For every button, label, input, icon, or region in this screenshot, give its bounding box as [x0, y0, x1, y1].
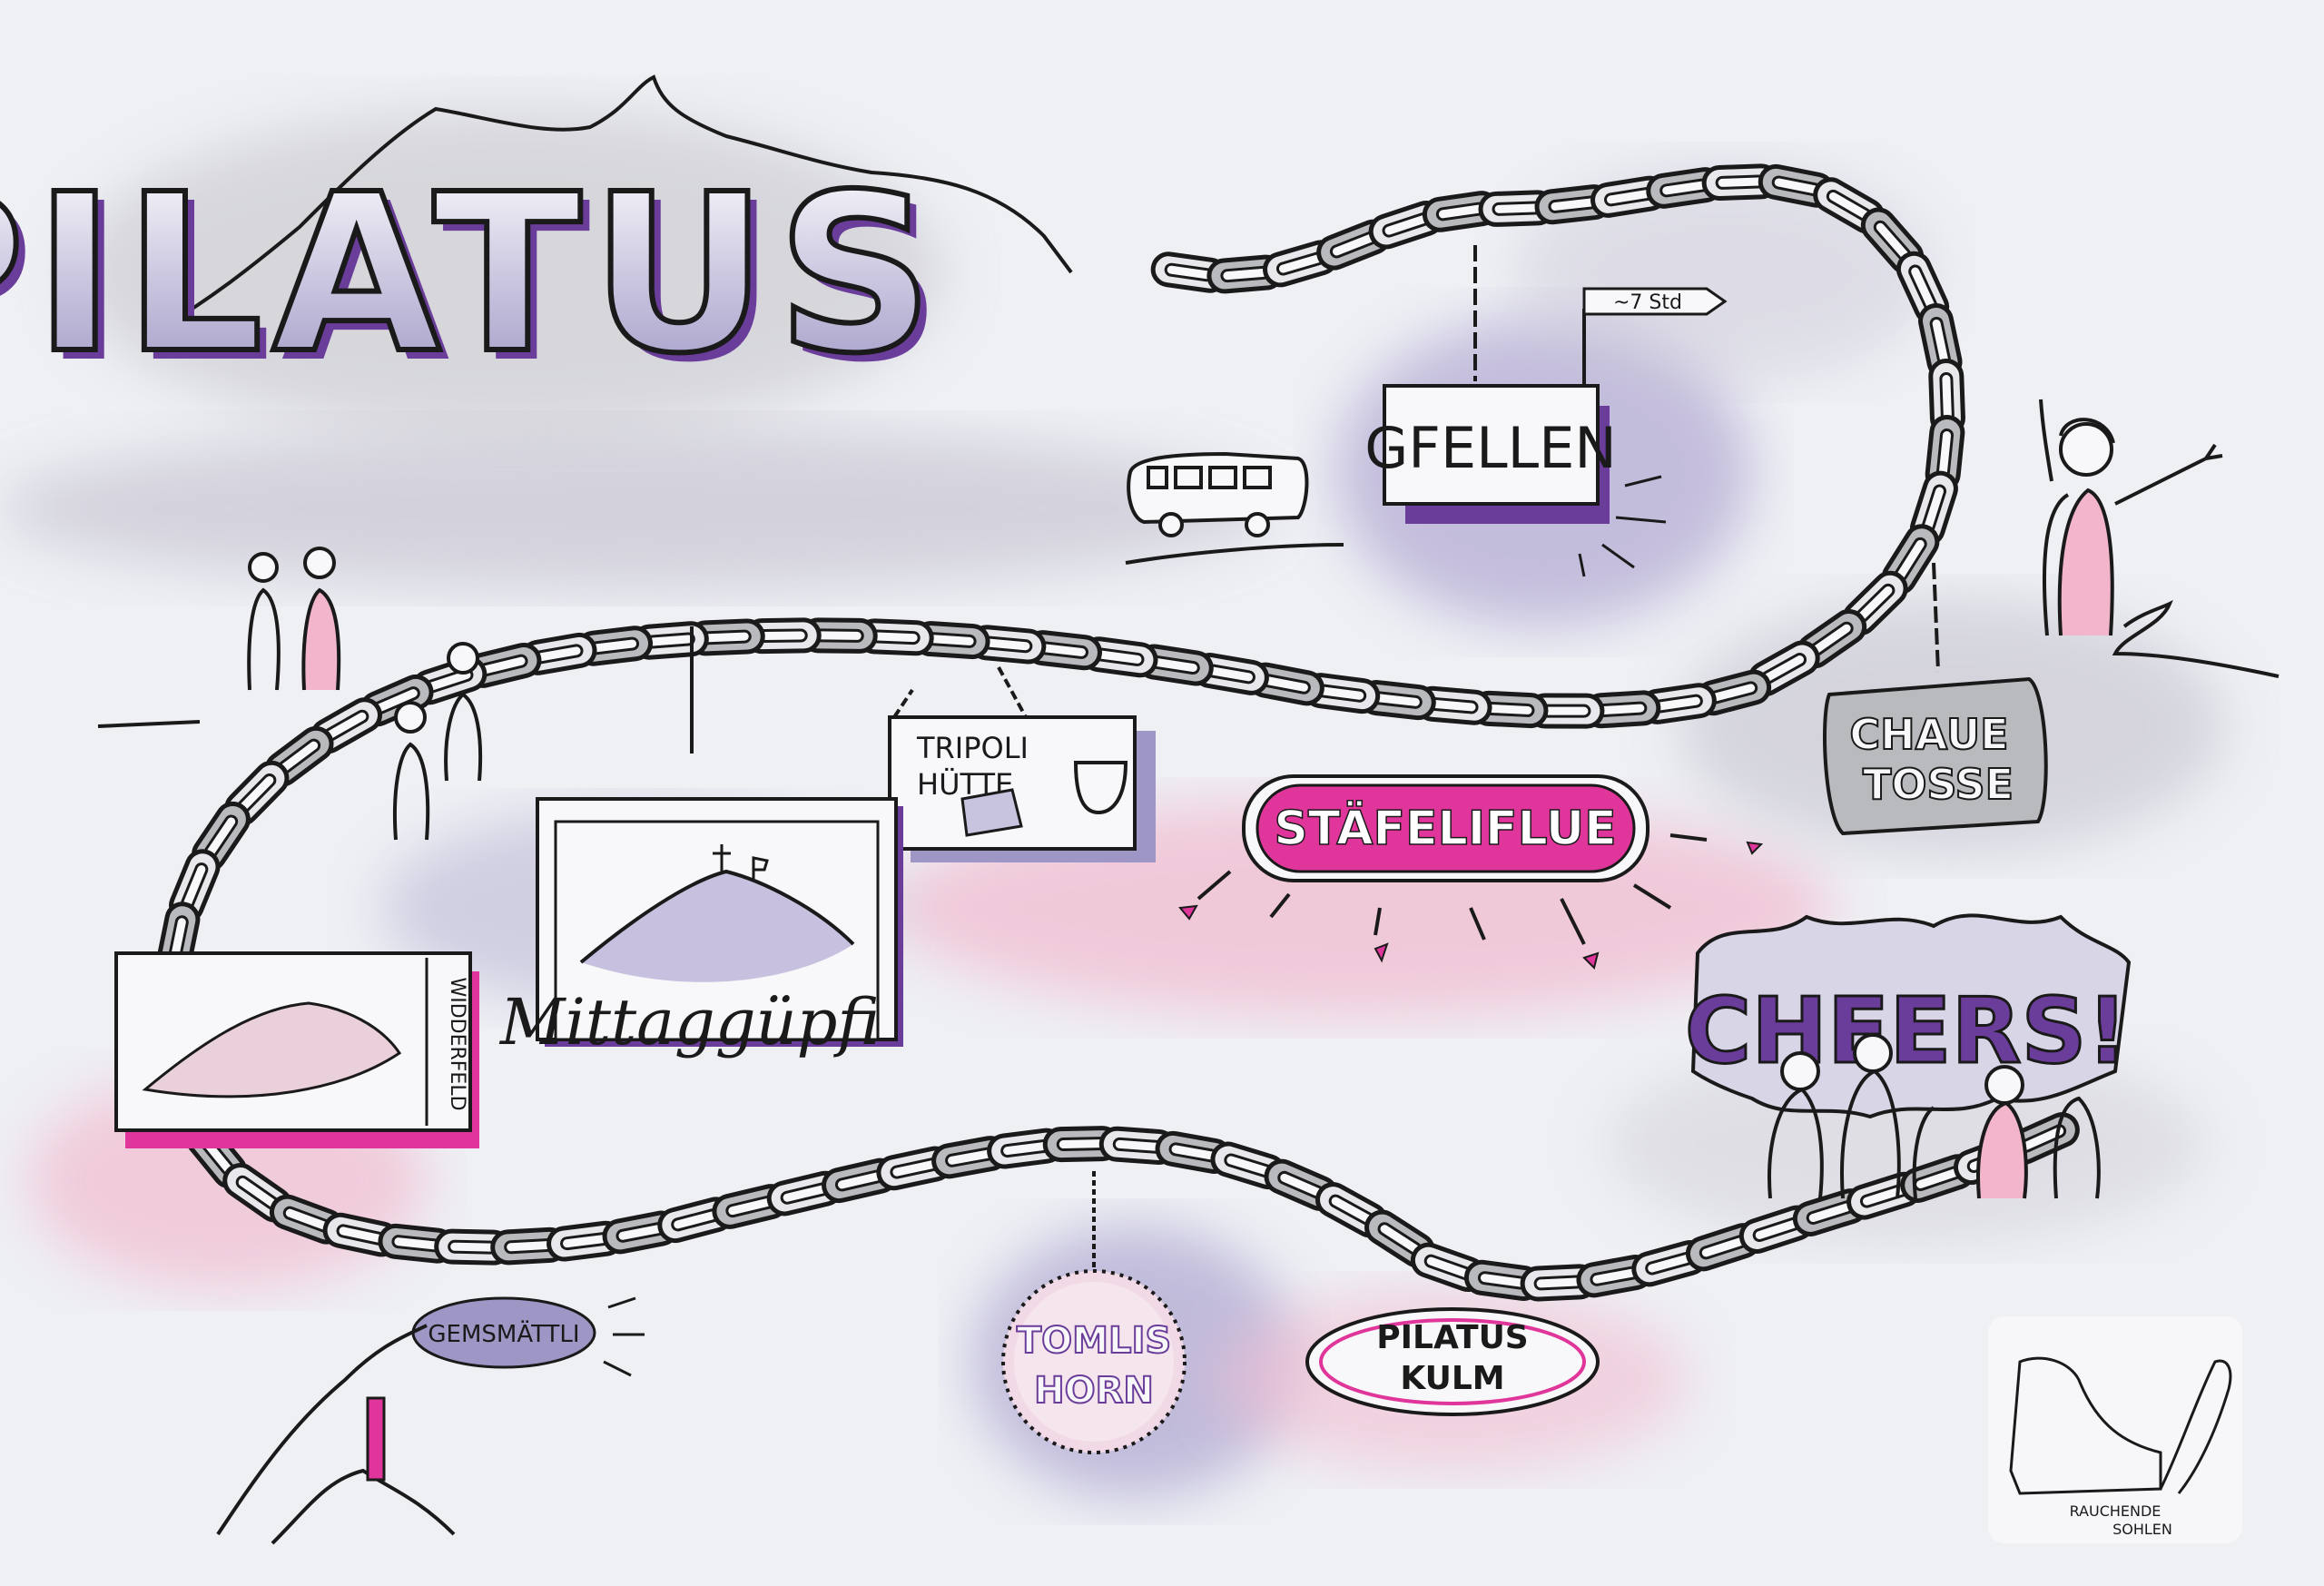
two-persons-icon: [97, 547, 341, 728]
widderfeld-card: WIDDERFELD: [114, 951, 479, 1148]
hikers-icon: [392, 642, 483, 841]
chaue-tosse-sign: CHAUE TOSSE: [1823, 676, 2048, 836]
horn-label: HORN: [1034, 1370, 1154, 1412]
coffee-cup-icon: [1073, 761, 1128, 815]
chain-link-hole: [870, 629, 921, 645]
chain-link-hole: [926, 632, 977, 648]
gfellen-sign: GFELLEN ~7 Std: [1364, 287, 1728, 577]
widderfeld-label: WIDDERFELD: [446, 977, 468, 1110]
chain-link-hole: [1112, 1137, 1163, 1154]
chain-link-hole: [1715, 174, 1766, 190]
title-shadow: PILATUS: [0, 156, 951, 410]
page-title: PILATUS: [0, 147, 942, 401]
chaue-label: CHAUE: [1849, 710, 2008, 759]
logo-line-2: SOHLEN: [2112, 1521, 2172, 1538]
tripoli-huette-sign: TRIPOLI HÜTTE: [888, 666, 1156, 862]
tomlishorn-badge: TOMLIS HORN: [1001, 1269, 1187, 1454]
chain-link-hole: [757, 628, 808, 644]
tripoli-label: TRIPOLI: [916, 731, 1029, 765]
chain-link-hole: [813, 628, 864, 643]
pilatus-kulm-badge: PILATUS KULM: [1305, 1307, 1600, 1416]
logo-line-1: RAUCHENDE: [2070, 1502, 2162, 1520]
chain-link-hole: [1484, 701, 1535, 717]
kulm-label-1: PILATUS: [1376, 1319, 1529, 1356]
chain-link-hole: [1428, 697, 1479, 714]
cheers-label: CHEERS!: [1685, 978, 2128, 1084]
chain-link-hole: [1939, 372, 1955, 423]
gfellen-label: GFELLEN: [1364, 415, 1617, 481]
hanging-chains: [690, 245, 1940, 1298]
gemsmaettli-label-group: GEMSMÄTTLI: [216, 1296, 645, 1545]
chain-link-hole: [504, 1238, 555, 1255]
chain-link-hole: [982, 635, 1033, 654]
chain-link-hole: [1492, 201, 1542, 216]
chain-link-hole: [701, 629, 752, 645]
chain-link-hole: [448, 1239, 498, 1255]
chain: [153, 163, 2080, 1302]
chain-link-hole: [1541, 704, 1591, 718]
cheers-group: CHEERS!: [1683, 913, 2132, 1199]
chain-link-hole: [1597, 701, 1648, 718]
mittaggupfi-frame: Mittaggüpfi: [498, 797, 903, 1059]
tomlis-label: TOMLIS: [1017, 1320, 1171, 1362]
mountain-silhouette: [162, 74, 1073, 329]
chain-link-hole: [1056, 1137, 1107, 1152]
gfellen-sign-label: ~7 Std: [1613, 291, 1682, 314]
tosse-label: TOSSE: [1863, 760, 2014, 809]
kulm-label-2: KULM: [1400, 1360, 1504, 1397]
chain-link-hole: [1220, 265, 1271, 283]
staefeliflue-label: STÄFELIFLUE: [1274, 801, 1616, 856]
sandwich-icon: [960, 788, 1023, 837]
mittaggupfi-label: Mittaggüpfi: [498, 985, 880, 1059]
gemsmaettli-label: GEMSMÄTTLI: [428, 1319, 579, 1348]
chain-link-hole: [1533, 1275, 1584, 1291]
chain-link-hole: [645, 632, 695, 649]
staefeliflue-badge: STÄFELIFLUE: [1178, 774, 1764, 970]
waving-person-icon: [2039, 399, 2280, 678]
rauchende-sohlen-logo: RAUCHENDE SOHLEN: [1988, 1316, 2242, 1543]
title-group: PILATUS PILATUS: [0, 144, 951, 410]
bus-icon: [1125, 451, 1344, 565]
